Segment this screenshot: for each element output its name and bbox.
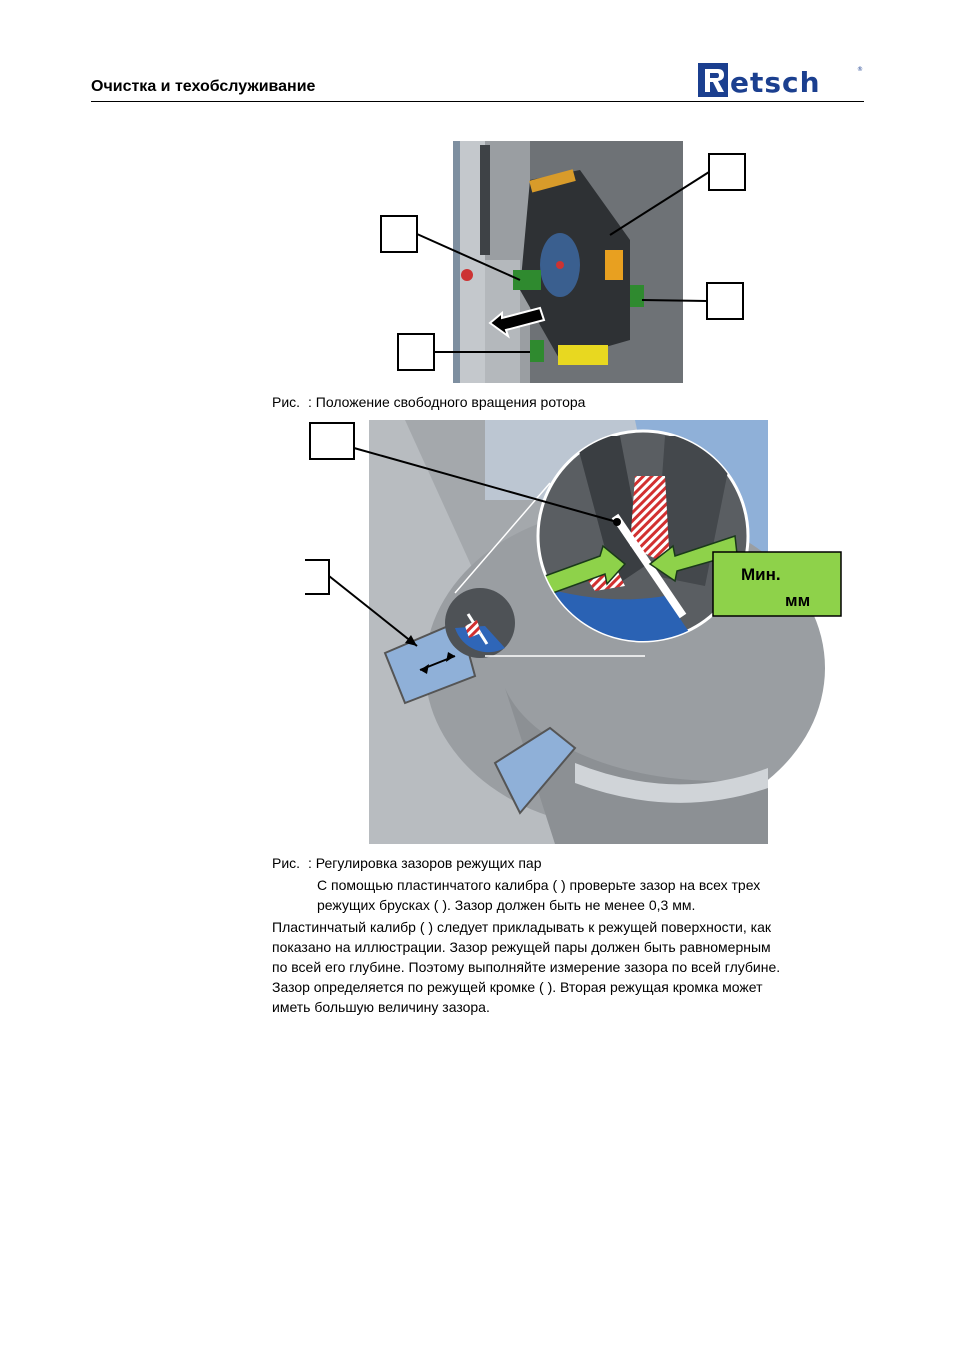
paragraph-cutting-edge: Зазор определяется по режущей кромке ( )… — [272, 977, 872, 1017]
min-label-line2: мм — [785, 591, 810, 610]
figure2-caption-text: : Регулировка зазоров режущих пар — [308, 855, 542, 871]
header-divider — [91, 101, 864, 102]
paragraph-line: Зазор определяется по режущей кромке ( )… — [272, 979, 763, 995]
paragraph-gauge-usage: Пластинчатый калибр ( ) следует приклады… — [272, 917, 872, 977]
svg-text:®: ® — [857, 66, 863, 73]
cutting-gap-adjustment-figure: Мин. мм — [305, 420, 842, 844]
rotor-free-rotation-figure — [380, 141, 746, 383]
svg-text:etsch: etsch — [730, 66, 821, 99]
min-label-line1: Мин. — [741, 565, 781, 584]
figure1-caption-prefix: Рис. — [272, 394, 301, 410]
figure1-caption: Рис. : Положение свободного вращения рото… — [272, 394, 585, 410]
paragraph-line: по всей его глубине. Поэтому выполняйте … — [272, 959, 781, 975]
paragraph-line: показано на иллюстрации. Зазор режущей п… — [272, 939, 771, 955]
figure2-caption: Рис. : Регулировка зазоров режущих пар — [272, 855, 542, 871]
figure2-caption-prefix: Рис. — [272, 855, 301, 871]
figure1-caption-text: : Положение свободного вращения ротора — [308, 394, 586, 410]
paragraph-line: иметь большую величину зазора. — [272, 999, 490, 1015]
retsch-logo: etsch ® — [698, 63, 863, 99]
paragraph-line: С помощью пластинчатого калибра ( ) пров… — [317, 877, 761, 893]
paragraph-line: Пластинчатый калибр ( ) следует приклады… — [272, 919, 771, 935]
paragraph-gauge-check: С помощью пластинчатого калибра ( ) пров… — [317, 875, 917, 915]
section-title: Очистка и техобслуживание — [91, 78, 316, 95]
paragraph-line: режущих брусках ( ). Зазор должен быть н… — [317, 897, 696, 913]
